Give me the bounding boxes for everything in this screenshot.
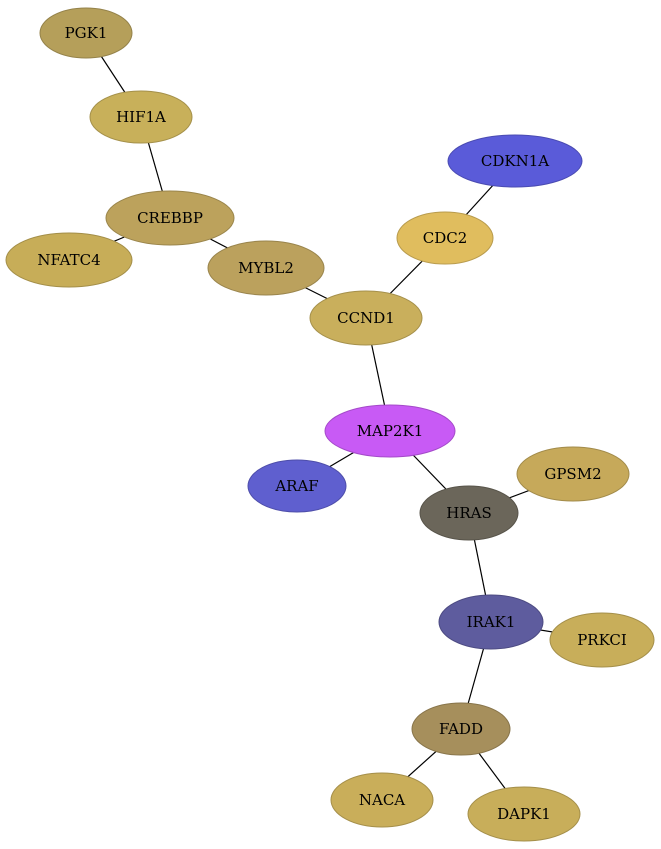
node-crebbp-label: CREBBP	[137, 209, 203, 227]
node-fadd[interactable]: FADD	[411, 702, 511, 756]
node-crebbp[interactable]: CREBBP	[105, 190, 235, 246]
node-mybl2-ellipse[interactable]	[207, 240, 325, 296]
node-naca-label: NACA	[359, 791, 405, 809]
node-dapk1-label: DAPK1	[497, 805, 551, 823]
node-naca-ellipse[interactable]	[330, 772, 434, 828]
node-araf-label: ARAF	[274, 477, 318, 495]
node-cdc2-label: CDC2	[423, 229, 468, 247]
node-prkci-label: PRKCI	[577, 631, 627, 649]
node-map2k1[interactable]: MAP2K1	[324, 404, 456, 458]
node-pgk1-ellipse[interactable]	[39, 7, 133, 59]
node-hras[interactable]: HRAS	[419, 485, 519, 541]
node-araf[interactable]: ARAF	[247, 459, 347, 513]
node-cdc2-ellipse[interactable]	[396, 211, 494, 265]
node-hras-ellipse[interactable]	[419, 485, 519, 541]
node-dapk1-ellipse[interactable]	[467, 786, 581, 842]
node-map2k1-ellipse[interactable]	[324, 404, 456, 458]
node-crebbp-ellipse[interactable]	[105, 190, 235, 246]
node-ccnd1[interactable]: CCND1	[309, 290, 423, 346]
node-hif1a[interactable]: HIF1A	[89, 90, 193, 144]
node-nfatc4-label: NFATC4	[37, 251, 100, 269]
node-hras-label: HRAS	[446, 504, 491, 522]
node-prkci[interactable]: PRKCI	[549, 612, 655, 668]
node-fadd-label: FADD	[439, 720, 483, 738]
node-araf-ellipse[interactable]	[247, 459, 347, 513]
node-hif1a-ellipse[interactable]	[89, 90, 193, 144]
node-nfatc4-ellipse[interactable]	[5, 232, 133, 288]
node-prkci-ellipse[interactable]	[549, 612, 655, 668]
node-cdc2[interactable]: CDC2	[396, 211, 494, 265]
node-cdkn1a-label: CDKN1A	[481, 152, 549, 170]
node-map2k1-label: MAP2K1	[357, 422, 424, 440]
node-nfatc4[interactable]: NFATC4	[5, 232, 133, 288]
node-gpsm2-ellipse[interactable]	[516, 446, 630, 502]
node-pgk1[interactable]: PGK1	[39, 7, 133, 59]
node-pgk1-label: PGK1	[65, 24, 108, 42]
node-gpsm2[interactable]: GPSM2	[516, 446, 630, 502]
node-irak1[interactable]: IRAK1	[438, 594, 544, 650]
node-naca[interactable]: NACA	[330, 772, 434, 828]
node-ccnd1-label: CCND1	[337, 309, 395, 327]
node-gpsm2-label: GPSM2	[544, 465, 601, 483]
node-ccnd1-ellipse[interactable]	[309, 290, 423, 346]
node-dapk1[interactable]: DAPK1	[467, 786, 581, 842]
node-irak1-ellipse[interactable]	[438, 594, 544, 650]
node-cdkn1a-ellipse[interactable]	[447, 134, 583, 188]
node-irak1-label: IRAK1	[467, 613, 516, 631]
node-hif1a-label: HIF1A	[116, 108, 166, 126]
node-mybl2-label: MYBL2	[238, 259, 294, 277]
node-cdkn1a[interactable]: CDKN1A	[447, 134, 583, 188]
node-mybl2[interactable]: MYBL2	[207, 240, 325, 296]
node-fadd-ellipse[interactable]	[411, 702, 511, 756]
